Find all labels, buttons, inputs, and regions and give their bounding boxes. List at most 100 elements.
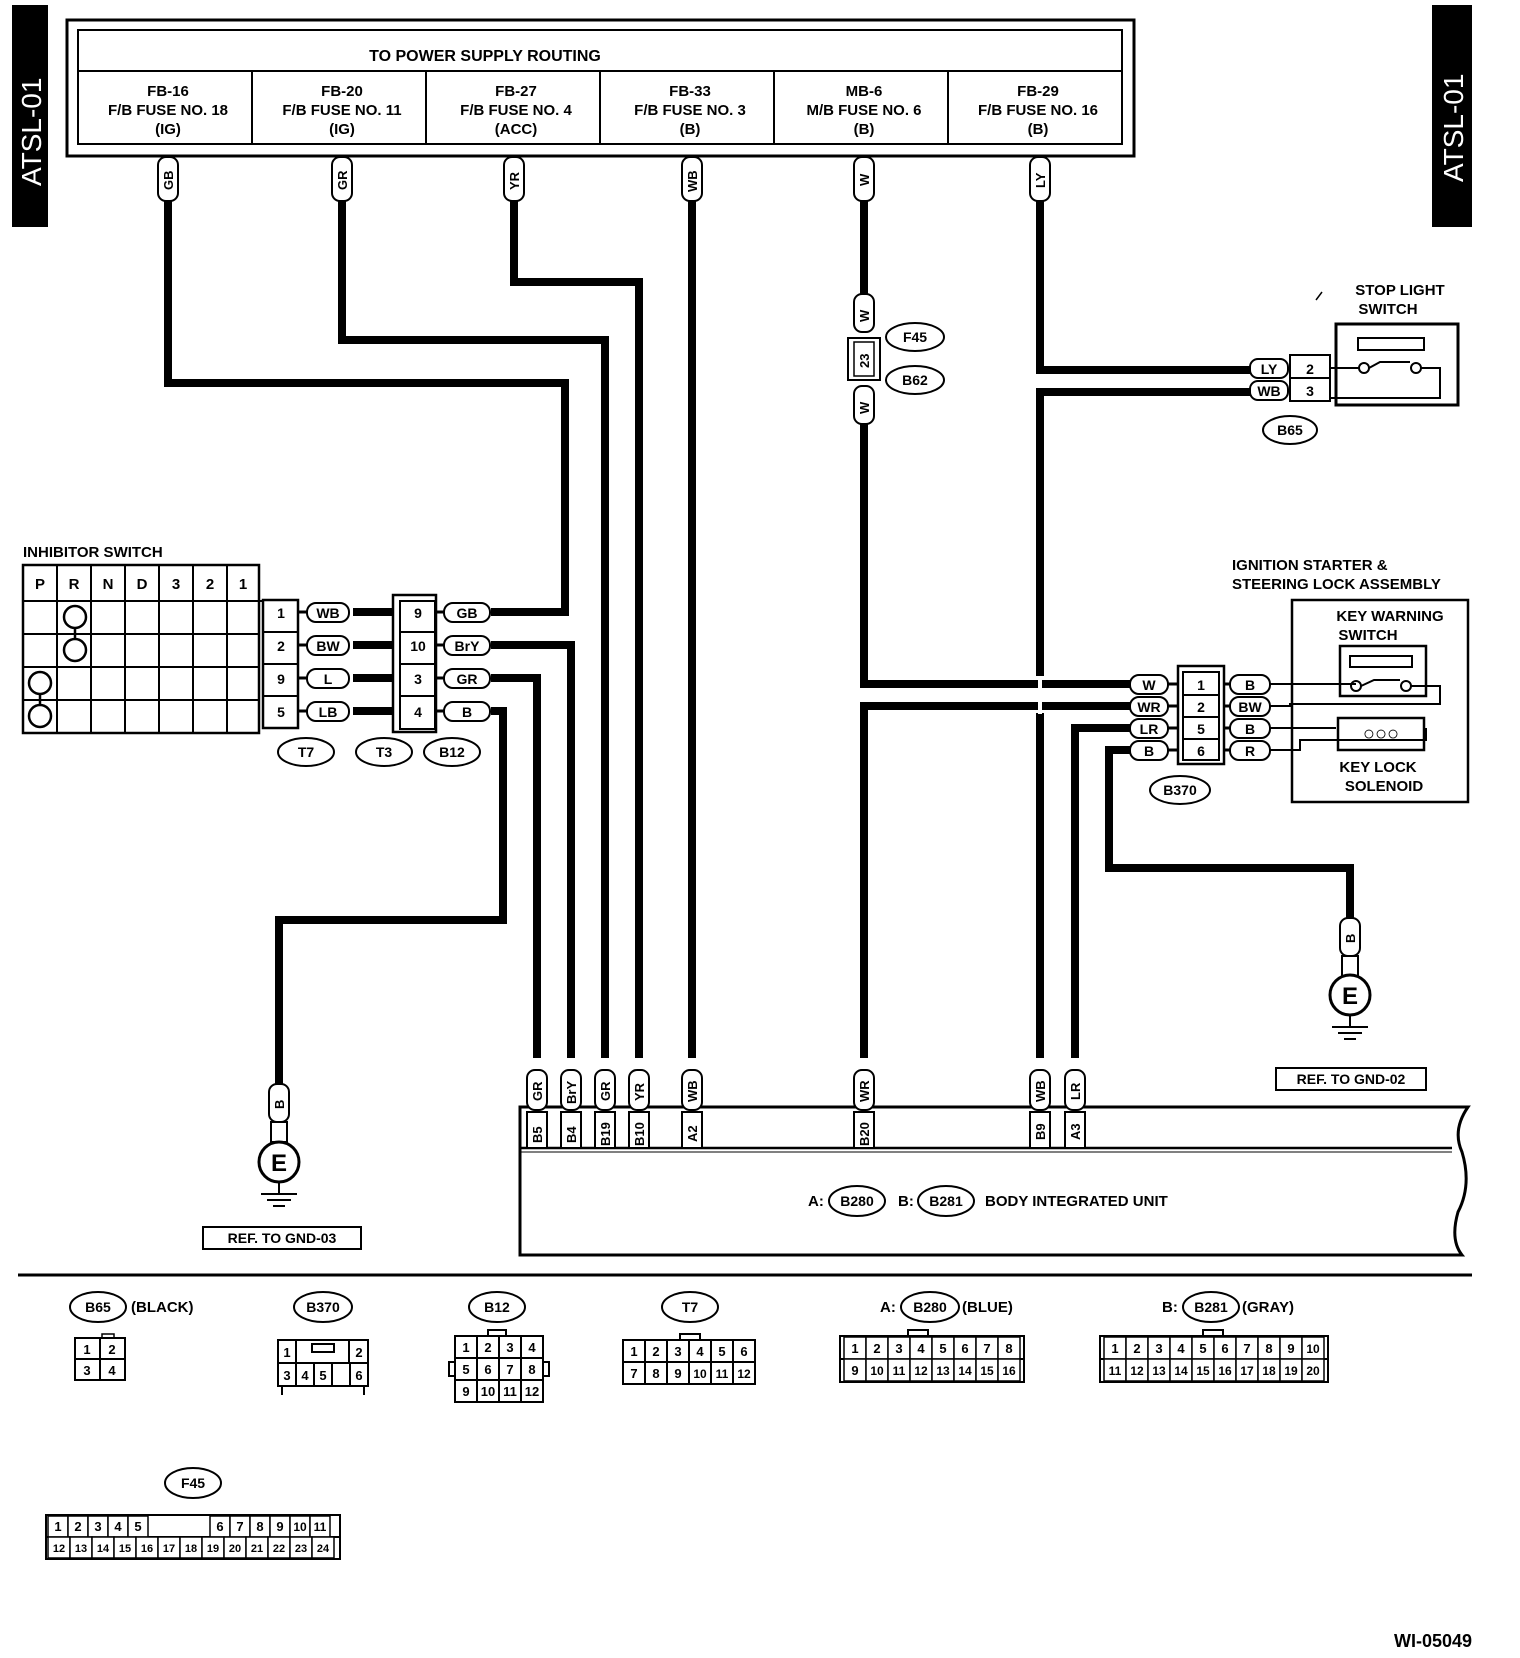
fuse-id: FB-16 <box>147 83 189 100</box>
t3-pin: 9 <box>414 605 422 621</box>
legend-pin: 2 <box>108 1342 115 1357</box>
legend-pin: 11 <box>503 1384 517 1399</box>
wire-w-b370 <box>860 420 1130 688</box>
legend-pin: 9 <box>851 1363 858 1378</box>
fuse-mode: (B) <box>854 121 875 138</box>
right-side-tab <box>1432 5 1472 227</box>
b12-wire: B <box>462 704 472 720</box>
legend-pin: 15 <box>119 1543 131 1555</box>
biu-pin: B19 <box>598 1122 613 1146</box>
legend-pin: 7 <box>630 1366 637 1381</box>
legend-pin: 11 <box>314 1520 327 1534</box>
legend-pin: 2 <box>74 1519 81 1534</box>
legend-f45-label: F45 <box>181 1475 205 1491</box>
fuse-id: FB-29 <box>1017 83 1059 100</box>
legend-pin: 3 <box>674 1344 681 1359</box>
legend-pin: 1 <box>54 1519 61 1534</box>
t7-pin: 1 <box>277 605 285 621</box>
connector-label-b12: B12 <box>439 744 465 760</box>
biu-pin: B5 <box>530 1126 545 1143</box>
connector-legends: B65 (BLACK) 1 2 3 4 B370 1 2 3 4 5 6 B <box>45 1291 1329 1560</box>
stop-light-title-2: SWITCH <box>1358 301 1417 318</box>
fuse-mode: (IG) <box>329 121 355 138</box>
legend-pin: 5 <box>718 1344 725 1359</box>
legend-pin: 3 <box>1155 1341 1162 1356</box>
legend-pin: 6 <box>484 1362 491 1377</box>
pin-cell <box>311 1536 335 1559</box>
b12-wire: GB <box>457 605 478 621</box>
legend-pin: 13 <box>1152 1364 1166 1378</box>
legend-b280-prefix: A: <box>880 1299 896 1316</box>
biu-wire: WB <box>1033 1080 1048 1102</box>
ground-ref: REF. TO GND-03 <box>228 1230 337 1246</box>
key-warning-title-1: KEY WARNING <box>1336 608 1443 625</box>
joint-wire-top: W <box>857 309 872 322</box>
figure-id: WI-05049 <box>1394 1631 1472 1651</box>
legend-pin: 1 <box>283 1345 290 1360</box>
wire-label: YR <box>507 171 522 190</box>
legend-pin: 8 <box>256 1519 263 1534</box>
stop-pin-2: 3 <box>1306 383 1314 399</box>
joint-wire-bottom: W <box>857 401 872 414</box>
legend-pin: 18 <box>1262 1364 1276 1378</box>
fuse-id: FB-27 <box>495 83 537 100</box>
wire-bry <box>491 641 575 1058</box>
b370-left-wire: LR <box>1140 721 1159 737</box>
biu-wire: WR <box>857 1080 872 1102</box>
legend-pin: 15 <box>980 1364 994 1378</box>
wire-wb-stop <box>1036 388 1250 1058</box>
legend-pin: 9 <box>276 1519 283 1534</box>
ignition-title-1: IGNITION STARTER & <box>1232 557 1388 574</box>
b370-right-wire: R <box>1245 743 1255 759</box>
legend-pin: 1 <box>851 1341 858 1356</box>
legend-pin: 5 <box>462 1362 469 1377</box>
legend-pin: 12 <box>914 1364 928 1378</box>
ground-wire: B <box>1343 934 1358 943</box>
legend-pin: 4 <box>528 1340 536 1355</box>
legend-pin: 5 <box>939 1341 946 1356</box>
t3-pin: 3 <box>414 671 422 687</box>
legend-b281-prefix: B: <box>1162 1299 1178 1316</box>
legend-pin: 7 <box>506 1362 513 1377</box>
key-lock-title-2: SOLENOID <box>1345 778 1424 795</box>
fuse-mode: (ACC) <box>495 121 538 138</box>
biu-pin: B20 <box>857 1122 872 1146</box>
legend-pin: 14 <box>1174 1364 1188 1378</box>
legend-pin: 1 <box>83 1342 90 1357</box>
b12-wire: BrY <box>455 638 481 654</box>
connector-label-b62: B62 <box>902 372 928 388</box>
wire-ly <box>1036 198 1250 374</box>
legend-b280-color: (BLUE) <box>962 1299 1013 1316</box>
b12-wire: GR <box>457 671 478 687</box>
wire-label: LY <box>1033 172 1048 188</box>
fuse-name: F/B FUSE NO. 4 <box>460 102 572 119</box>
inhibitor-title: INHIBITOR SWITCH <box>23 544 163 561</box>
b370-right-wire: B <box>1245 721 1255 737</box>
b370-pin: 1 <box>1197 677 1205 693</box>
stop-light-switch: STOP LIGHT SWITCH LY WB 2 3 B65 <box>1249 282 1460 445</box>
legend-pin: 10 <box>870 1364 884 1378</box>
ground-gnd03: B E REF. TO GND-03 <box>202 1083 362 1250</box>
legend-pin: 3 <box>83 1363 90 1378</box>
t7-pin: 5 <box>277 704 285 720</box>
ground-wire: B <box>272 1100 287 1109</box>
b370-left-wire: W <box>1142 677 1156 693</box>
stop-wire-2: WB <box>1257 383 1280 399</box>
fuse-id: FB-20 <box>321 83 363 100</box>
solenoid-coil-icon: ○○○ <box>1363 723 1399 745</box>
ground-gnd02: B E REF. TO GND-02 <box>1275 917 1427 1091</box>
legend-pin: 4 <box>114 1519 122 1534</box>
legend-pin: 4 <box>1177 1341 1185 1356</box>
legend-pin: 17 <box>1240 1364 1254 1378</box>
left-side-tab <box>12 5 48 227</box>
biu-b-prefix: B: <box>898 1193 914 1210</box>
legend-pin: 5 <box>1199 1341 1206 1356</box>
wire-wr <box>860 702 1130 1058</box>
key-warning-title-2: SWITCH <box>1338 627 1397 644</box>
legend-pin: 9 <box>1287 1341 1294 1356</box>
legend-pin: 22 <box>273 1543 285 1555</box>
